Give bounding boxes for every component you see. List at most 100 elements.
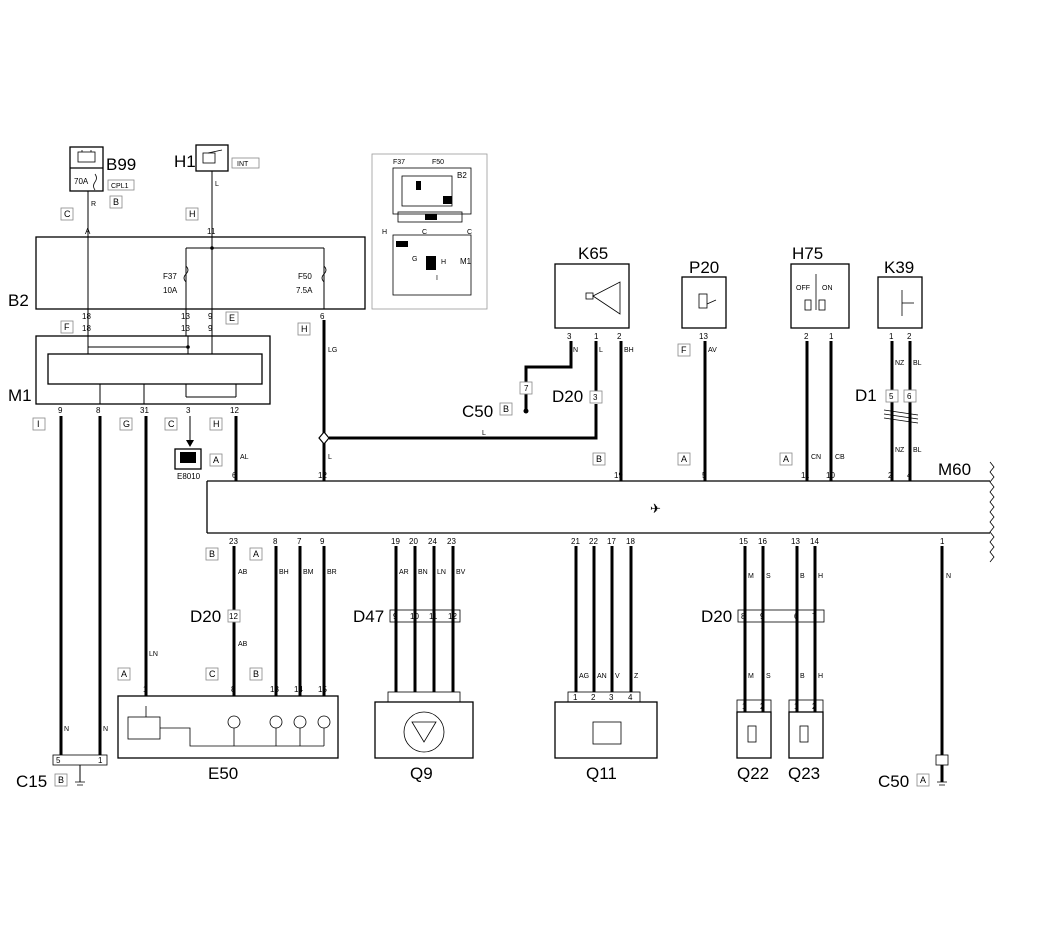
wire-code: LG bbox=[328, 347, 337, 354]
k39-relay: K39 1 2 bbox=[877, 258, 923, 341]
e50-panel: E50 bbox=[117, 695, 339, 783]
pin-label: 7 bbox=[297, 537, 302, 546]
pin-label: 20 bbox=[409, 537, 418, 546]
q22-label: Q22 bbox=[737, 764, 769, 783]
pin-label: 3 bbox=[186, 406, 191, 415]
pin-label: 2 bbox=[888, 471, 893, 480]
h75-switch: OFF ON H75 2 1 bbox=[790, 244, 850, 341]
pin-label: 8 bbox=[231, 685, 236, 694]
pin-label: 1 bbox=[143, 685, 148, 694]
connector-letter: B bbox=[113, 197, 119, 207]
pin-label: 18 bbox=[82, 324, 91, 333]
wire-code: BL bbox=[913, 447, 922, 454]
airbag-icon: ✈ bbox=[650, 501, 661, 516]
connector-letter: I bbox=[37, 419, 40, 429]
wire-code: H bbox=[818, 573, 823, 580]
wire-code: B bbox=[800, 573, 805, 580]
connector-letter: A bbox=[920, 775, 926, 785]
pin-label: 24 bbox=[428, 537, 437, 546]
f37-rating: 10A bbox=[163, 286, 178, 295]
wire-code: BM bbox=[303, 569, 314, 576]
b99-fuse-box: 70A B99 CPL1 bbox=[69, 146, 136, 192]
connector-letter: B bbox=[596, 454, 602, 464]
pin-label: 9 bbox=[320, 537, 325, 546]
wire-code: N bbox=[573, 347, 578, 354]
pin-label: 12 bbox=[229, 612, 238, 621]
pin-label: 5 bbox=[889, 392, 894, 401]
inset-b2: B2 bbox=[457, 171, 467, 180]
wire-code: BR bbox=[327, 569, 337, 576]
d20-right-label: D20 bbox=[701, 607, 732, 626]
connector-letter: C bbox=[168, 419, 175, 429]
h75-label: H75 bbox=[792, 244, 823, 263]
pin-label: 1 bbox=[594, 332, 599, 341]
d47-label: D47 bbox=[353, 607, 384, 626]
wire-code: AV bbox=[708, 347, 717, 354]
f50-rating: 7.5A bbox=[296, 286, 313, 295]
connector-letter: F bbox=[681, 345, 687, 355]
wire-code: BN bbox=[418, 569, 428, 576]
pin-label: 9 bbox=[393, 612, 398, 621]
b99-fuse-rating: 70A bbox=[74, 177, 89, 186]
wire-code: NZ bbox=[895, 360, 905, 367]
wire-code: V bbox=[615, 673, 620, 680]
pin-label: 1 bbox=[573, 693, 578, 702]
f50-label: F50 bbox=[298, 272, 312, 281]
connector-letter: F bbox=[64, 322, 70, 332]
int-tag: INT bbox=[237, 161, 249, 168]
wire-code: AL bbox=[240, 454, 249, 461]
pin-label: 3 bbox=[567, 332, 572, 341]
wire-code: NZ bbox=[895, 447, 905, 454]
e8010-diagnostic-socket: A E8010 bbox=[174, 448, 223, 481]
pin-label: 8 bbox=[96, 406, 101, 415]
pin-label: 2 bbox=[804, 332, 809, 341]
c15-label: C15 bbox=[16, 772, 47, 791]
pin-label: 14 bbox=[294, 685, 303, 694]
wire-code: M bbox=[748, 573, 754, 580]
pin-label: 31 bbox=[140, 406, 149, 415]
m60-label: M60 bbox=[938, 460, 971, 479]
connector-letter: A bbox=[681, 454, 687, 464]
k65-component: K65 3 1 2 bbox=[554, 244, 630, 341]
wire-code: BV bbox=[456, 569, 466, 576]
connector-letter: A bbox=[213, 455, 219, 465]
inset-c: C bbox=[422, 229, 427, 236]
connector-letter: E bbox=[229, 313, 235, 323]
wire-code: R bbox=[91, 201, 96, 208]
pin-label: 12 bbox=[448, 612, 457, 621]
k65-label: K65 bbox=[578, 244, 608, 263]
pin-label: 9 bbox=[208, 324, 213, 333]
pin-label: 2 bbox=[907, 332, 912, 341]
wire-code: Z bbox=[634, 673, 639, 680]
connector-letter: A bbox=[121, 669, 127, 679]
connector-letter: A bbox=[253, 549, 259, 559]
pin-label: 8 bbox=[741, 612, 746, 621]
connector-letter: C bbox=[209, 669, 216, 679]
m1-label: M1 bbox=[8, 386, 32, 405]
pin-label: 11 bbox=[429, 612, 438, 621]
inset-f37: F37 bbox=[393, 159, 405, 166]
wire-code: AB bbox=[238, 569, 248, 576]
pin-label: 12 bbox=[318, 471, 327, 480]
pin-label: 1 bbox=[829, 332, 834, 341]
pin-label: 9 bbox=[760, 612, 765, 621]
wire-code: CB bbox=[835, 454, 845, 461]
pin-label: 14 bbox=[810, 537, 819, 546]
wire-code: N bbox=[103, 726, 108, 733]
connector-letter: B bbox=[58, 775, 64, 785]
wire-code: S bbox=[766, 673, 771, 680]
connector-letter: H bbox=[301, 324, 308, 334]
pin-label: 13 bbox=[699, 332, 708, 341]
h75-off-label: OFF bbox=[796, 285, 810, 292]
d20-left-label: D20 bbox=[190, 607, 221, 626]
d1-label: D1 bbox=[855, 386, 877, 405]
pin-label: 2 bbox=[760, 702, 765, 711]
p20-component: P20 13 bbox=[681, 258, 727, 341]
inset-g: G bbox=[412, 256, 417, 263]
wire-code: AG bbox=[579, 673, 589, 680]
inset-m1: M1 bbox=[460, 257, 472, 266]
pin-label: 18 bbox=[626, 537, 635, 546]
pin-label: 6 bbox=[794, 612, 799, 621]
h1-label: H1 bbox=[174, 152, 196, 171]
pin-label: 4 bbox=[628, 693, 633, 702]
